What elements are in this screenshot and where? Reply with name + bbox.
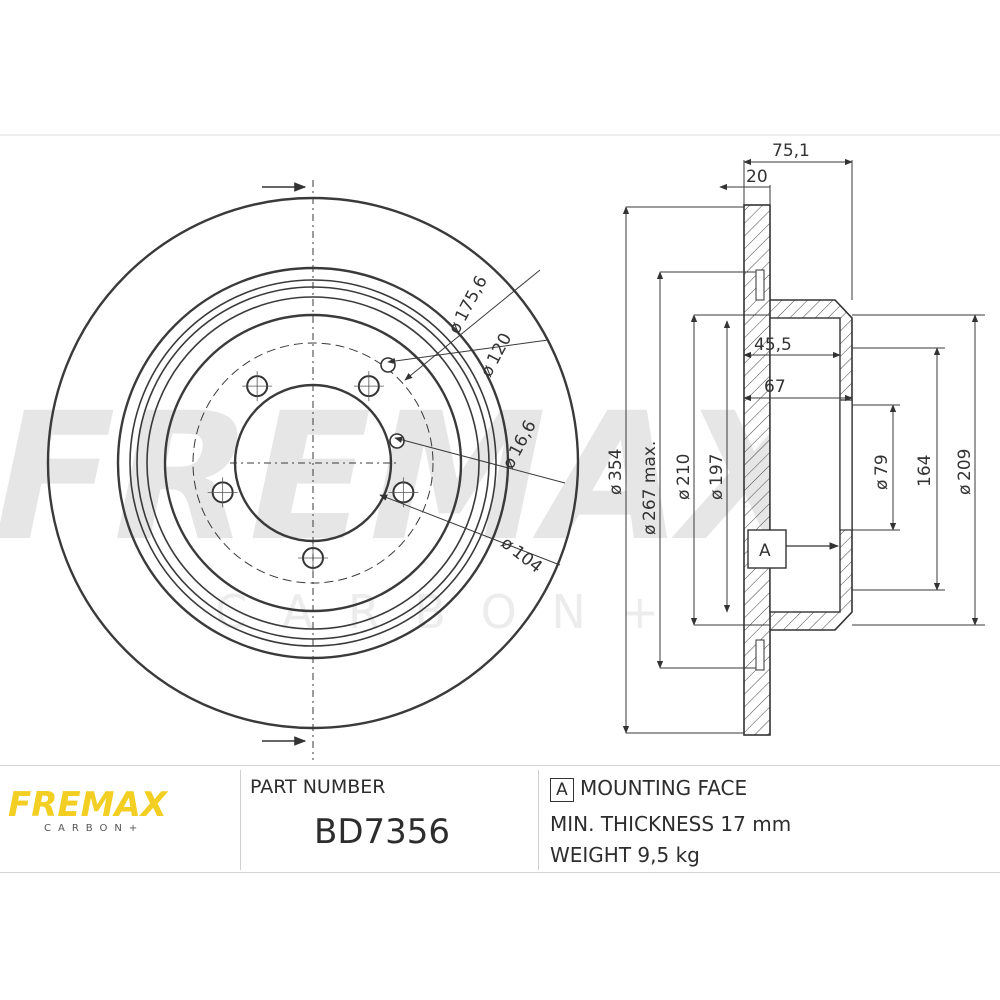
dim-79: 79 [872,454,892,476]
diameter-symbol: ø [606,485,626,495]
min-thickness: MIN. THICKNESS 17 mm [550,812,792,836]
vent-slot-top [755,269,765,301]
dim-267: 267 max. [640,441,660,521]
vent-slot-bottom [755,639,765,671]
locator-hole [380,357,396,373]
diameter-symbol: ø [640,525,660,535]
info-divider-2 [538,770,539,870]
dim-210: 210 [674,454,694,486]
dim-209: 209 [955,449,975,481]
diameter-symbol: ø [674,490,694,500]
leader-166 [394,436,566,484]
mounting-face-box-tag: A [550,778,574,802]
dim-175-6: 175,6 [451,273,492,325]
leader-120 [387,339,549,365]
part-number-value: BD7356 [314,812,451,852]
logo-sub-mark: + [128,823,145,834]
dim-354: 354 [606,449,626,481]
logo-sub: CARBON+ [44,822,213,836]
fremax-logo: FREMAX CARBON+ [8,788,213,836]
diameter-symbol: ø [872,480,892,490]
leader-104 [379,494,561,566]
mounting-face-label: MOUNTING FACE [580,776,748,800]
mounting-face-box [747,529,787,569]
dim-120: 120 [483,330,516,368]
info-top-divider [0,765,1000,766]
leader-175 [404,269,541,381]
dim-67: 67 [764,377,786,397]
info-divider-1 [240,770,241,870]
diameter-symbol: ø [707,490,727,500]
locator-hole [389,433,405,449]
dim-75-1: 75,1 [772,141,810,161]
info-bottom-divider [0,872,1000,873]
part-number-label: PART NUMBER [250,776,386,798]
dim-45-5: 45,5 [754,335,792,355]
logo-brand: FREMAX [8,785,167,825]
dim-20: 20 [746,167,768,187]
diameter-symbol: ø [955,485,975,495]
watermark-logo: FREMAX [0,375,838,580]
dim-164: 164 [915,455,935,487]
logo-sub-text: CARBON [44,823,129,834]
mounting-face-tag: A [759,541,771,561]
center-bore-section [839,399,853,531]
front-view: ø 175,6 ø 120 ø 16,6 ø 104 [46,180,580,760]
section-view: A 75,1 20 45,5 67 ø 354 ø 267 max. [606,141,985,736]
dim-197: 197 [707,454,727,486]
bolt-holes [207,357,419,573]
weight: WEIGHT 9,5 kg [550,843,700,867]
